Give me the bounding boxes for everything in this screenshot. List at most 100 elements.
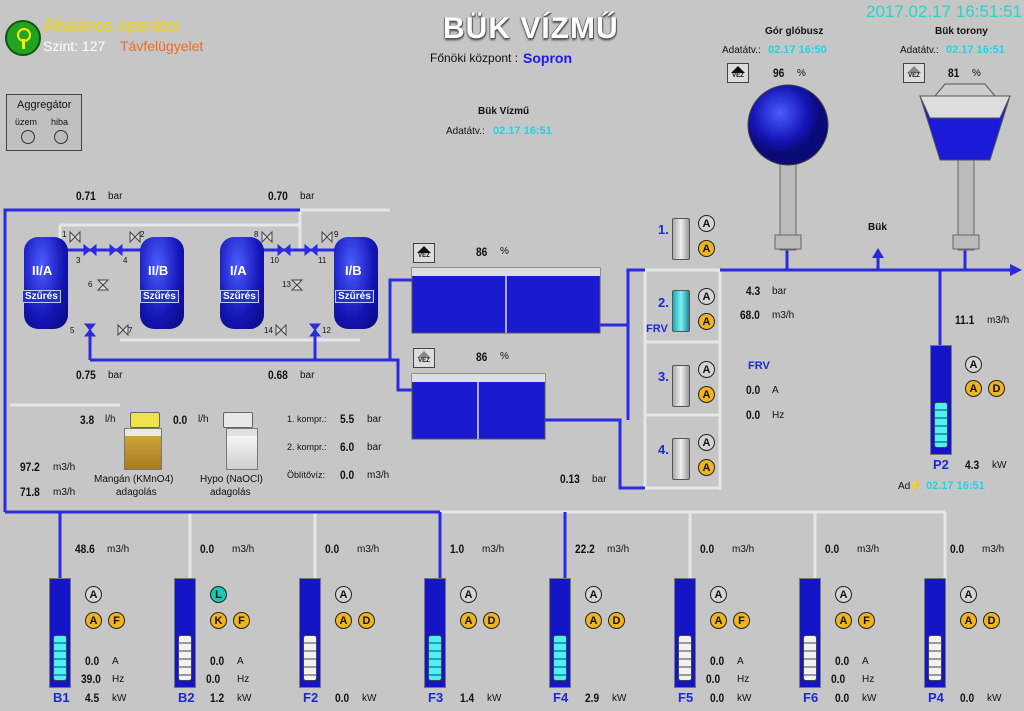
- buk-torony-adat-label: Adatátv.:: [900, 45, 939, 56]
- filter-tank-iib[interactable]: [140, 237, 184, 329]
- p2-alarm-icon: ⚡: [908, 478, 923, 492]
- well-shaft[interactable]: [424, 578, 446, 688]
- operator-level: Szint: 127: [43, 38, 106, 54]
- well-shaft[interactable]: [924, 578, 946, 688]
- well-name: B1: [53, 690, 70, 705]
- filter-szures-iia[interactable]: Szűrés: [22, 290, 61, 303]
- p2-kw-unit: kW: [992, 460, 1007, 471]
- well-name: P4: [928, 690, 944, 705]
- booster-suction-pressure: 0.13: [560, 472, 580, 486]
- booster-out-pressure-unit: bar: [772, 286, 787, 297]
- well-flow: 48.6: [75, 542, 95, 556]
- well-mode-button[interactable]: A: [460, 586, 477, 603]
- well-mode-button[interactable]: A: [335, 586, 352, 603]
- booster-pump-2[interactable]: [672, 290, 690, 332]
- well-auto-button[interactable]: A: [710, 612, 727, 629]
- booster-pump-3[interactable]: [672, 365, 690, 407]
- well-auto-button[interactable]: A: [835, 612, 852, 629]
- booster-2-auto[interactable]: A: [698, 313, 715, 330]
- filter-szures-iib[interactable]: Szűrés: [140, 290, 179, 303]
- booster-pump-1[interactable]: [672, 218, 690, 260]
- well-dist-button[interactable]: D: [358, 612, 375, 629]
- well-flow: 0.0: [700, 542, 715, 556]
- valve-number: 4: [123, 256, 128, 265]
- filter-tank-ia[interactable]: [220, 237, 264, 329]
- p2-auto[interactable]: A: [965, 380, 982, 397]
- well-dist-button[interactable]: D: [483, 612, 500, 629]
- well-auto-button[interactable]: A: [960, 612, 977, 629]
- well-flow-unit: m3/h: [982, 544, 1005, 555]
- reservoir-top-vez-button[interactable]: VEZ: [413, 243, 435, 263]
- key-icon: [5, 20, 41, 56]
- well-shaft[interactable]: [799, 578, 821, 688]
- well-auto-button[interactable]: A: [335, 612, 352, 629]
- well-current: 0.0: [210, 654, 225, 668]
- well-dist-button[interactable]: F: [233, 612, 250, 629]
- frv-pump-label: FRV: [646, 323, 668, 335]
- booster-pump-4[interactable]: [672, 438, 690, 480]
- well-kw: 1.4: [460, 691, 475, 705]
- well-freq: 39.0: [81, 672, 101, 686]
- well-dist-button[interactable]: D: [983, 612, 1000, 629]
- booster-3-mode[interactable]: A: [698, 361, 715, 378]
- well-dist-button[interactable]: F: [858, 612, 875, 629]
- well-mode-button[interactable]: A: [835, 586, 852, 603]
- well-shaft[interactable]: [674, 578, 696, 688]
- well-kw-unit: kW: [362, 693, 377, 704]
- booster-out-flow-unit: m3/h: [772, 310, 795, 321]
- p2-mode[interactable]: A: [965, 356, 982, 373]
- p2-dist[interactable]: D: [988, 380, 1005, 397]
- buk-torony-vez-button[interactable]: VEZ: [903, 63, 925, 83]
- booster-3-auto[interactable]: A: [698, 386, 715, 403]
- filter-szures-ib[interactable]: Szűrés: [335, 290, 374, 303]
- filter-tank-iia[interactable]: [24, 237, 68, 329]
- well-mode-button[interactable]: A: [960, 586, 977, 603]
- well-kw-unit: kW: [737, 693, 752, 704]
- mangan-pump-icon[interactable]: [130, 412, 160, 428]
- filter-tank-ib[interactable]: [334, 237, 378, 329]
- booster-1-auto[interactable]: A: [698, 240, 715, 257]
- booster-4-mode[interactable]: A: [698, 434, 715, 451]
- well-flow-unit: m3/h: [607, 544, 630, 555]
- well-flow: 22.2: [575, 542, 595, 556]
- center-value: Sopron: [523, 50, 572, 66]
- frv-current-unit: A: [772, 385, 779, 396]
- well-shaft[interactable]: [549, 578, 571, 688]
- well-auto-button[interactable]: A: [585, 612, 602, 629]
- well-kw: 4.5: [85, 691, 100, 705]
- well-shaft[interactable]: [299, 578, 321, 688]
- reservoir-bottom-vez-button[interactable]: VEZ: [413, 348, 435, 368]
- well-kw-unit: kW: [487, 693, 502, 704]
- buk-vizmu-adat-label: Adatátv.:: [446, 126, 485, 137]
- well-auto-button[interactable]: A: [460, 612, 477, 629]
- well-mode-button[interactable]: L: [210, 586, 227, 603]
- booster-suction-unit: bar: [592, 474, 607, 485]
- gor-globus-vez-button[interactable]: VEZ: [727, 63, 749, 83]
- well-mode-button[interactable]: A: [710, 586, 727, 603]
- well-name: F6: [803, 690, 819, 705]
- buk-torony-adat-value: 02.17 16:51: [946, 44, 1005, 56]
- well-kw-unit: kW: [237, 693, 252, 704]
- valve-number: 10: [270, 256, 279, 265]
- p2-well[interactable]: [930, 345, 952, 455]
- well-shaft[interactable]: [174, 578, 196, 688]
- booster-2-mode[interactable]: A: [698, 288, 715, 305]
- booster-4-auto[interactable]: A: [698, 459, 715, 476]
- page-title: BÜK VÍZMŰ: [443, 12, 619, 45]
- compressor-2-label: 2. kompr.:: [287, 442, 327, 452]
- well-dist-button[interactable]: D: [608, 612, 625, 629]
- well-auto-button[interactable]: A: [85, 612, 102, 629]
- well-shaft[interactable]: [49, 578, 71, 688]
- valve-number: 8: [254, 230, 259, 239]
- well-flow-unit: m3/h: [107, 544, 130, 555]
- well-mode-button[interactable]: A: [585, 586, 602, 603]
- well-mode-button[interactable]: A: [85, 586, 102, 603]
- well-dist-button[interactable]: F: [733, 612, 750, 629]
- well-auto-button[interactable]: K: [210, 612, 227, 629]
- well-dist-button[interactable]: F: [108, 612, 125, 629]
- filter-szures-ia[interactable]: Szűrés: [220, 290, 259, 303]
- booster-num-2: 2.: [658, 295, 669, 310]
- mangan-flow-unit: l/h: [105, 414, 116, 425]
- booster-1-mode[interactable]: A: [698, 215, 715, 232]
- hypo-pump-icon[interactable]: [223, 412, 253, 428]
